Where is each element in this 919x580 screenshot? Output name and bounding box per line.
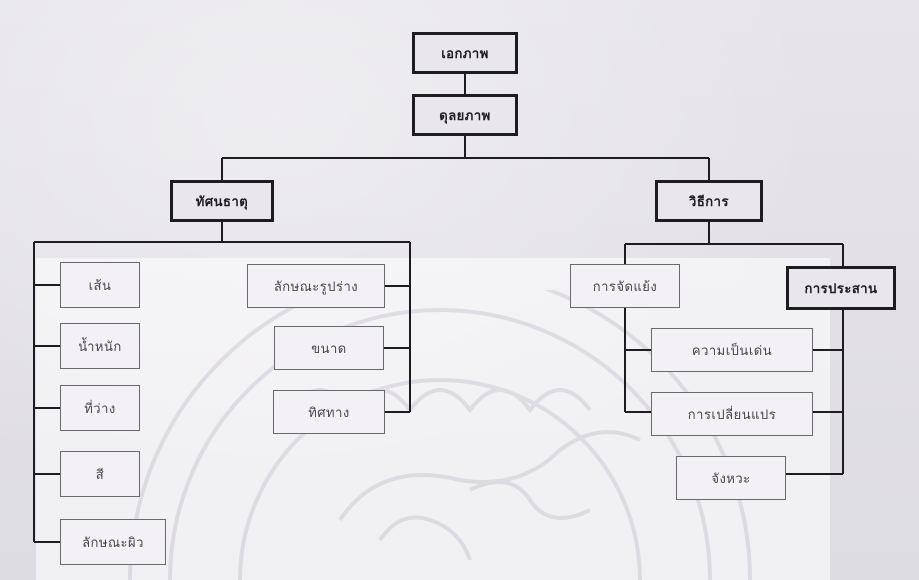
- node-left-col1-item: เส้น: [60, 262, 140, 308]
- node-right-sub2: การประสาน: [786, 266, 896, 310]
- node-left-col1-item: น้ำหนัก: [60, 323, 140, 369]
- node-right-branch-label: วิธีการ: [689, 194, 729, 210]
- node-label: การจัดแย้ง: [592, 279, 658, 295]
- node-left-col1-item: ลักษณะผิว: [60, 519, 166, 565]
- node-level2-label: ดุลยภาพ: [439, 108, 491, 124]
- node-left-col2-item: ขนาด: [274, 326, 384, 370]
- node-root: เอกภาพ: [412, 32, 518, 74]
- node-label: ลักษณะรูปร่าง: [273, 279, 359, 295]
- node-left-col1-item: สี: [60, 451, 140, 497]
- node-label: การเปลี่ยนแปร: [687, 407, 777, 423]
- node-left-col2-item: ลักษณะรูปร่าง: [247, 264, 385, 308]
- node-label: ที่ว่าง: [84, 401, 116, 417]
- node-right-item: ความเป็นเด่น: [651, 328, 813, 372]
- node-label: สี: [95, 467, 105, 483]
- node-right-branch: วิธีการ: [655, 180, 763, 222]
- node-label: น้ำหนัก: [78, 339, 122, 355]
- node-label: การประสาน: [804, 281, 878, 297]
- node-level2: ดุลยภาพ: [412, 94, 518, 136]
- node-left-col2-item: ทิศทาง: [273, 390, 385, 434]
- node-right-item: จังหวะ: [676, 456, 786, 500]
- node-label: เส้น: [88, 278, 112, 294]
- node-label: ขนาด: [311, 341, 347, 357]
- node-left-branch-label: ทัศนธาตุ: [195, 194, 249, 210]
- node-root-label: เอกภาพ: [441, 46, 489, 62]
- node-right-sub1: การจัดแย้ง: [570, 264, 680, 308]
- node-label: ความเป็นเด่น: [691, 343, 773, 359]
- node-label: จังหวะ: [711, 471, 751, 487]
- node-label: ลักษณะผิว: [82, 535, 144, 551]
- node-left-branch: ทัศนธาตุ: [170, 180, 274, 222]
- node-right-item: การเปลี่ยนแปร: [651, 392, 813, 436]
- node-label: ทิศทาง: [308, 405, 350, 421]
- node-left-col1-item: ที่ว่าง: [60, 385, 140, 431]
